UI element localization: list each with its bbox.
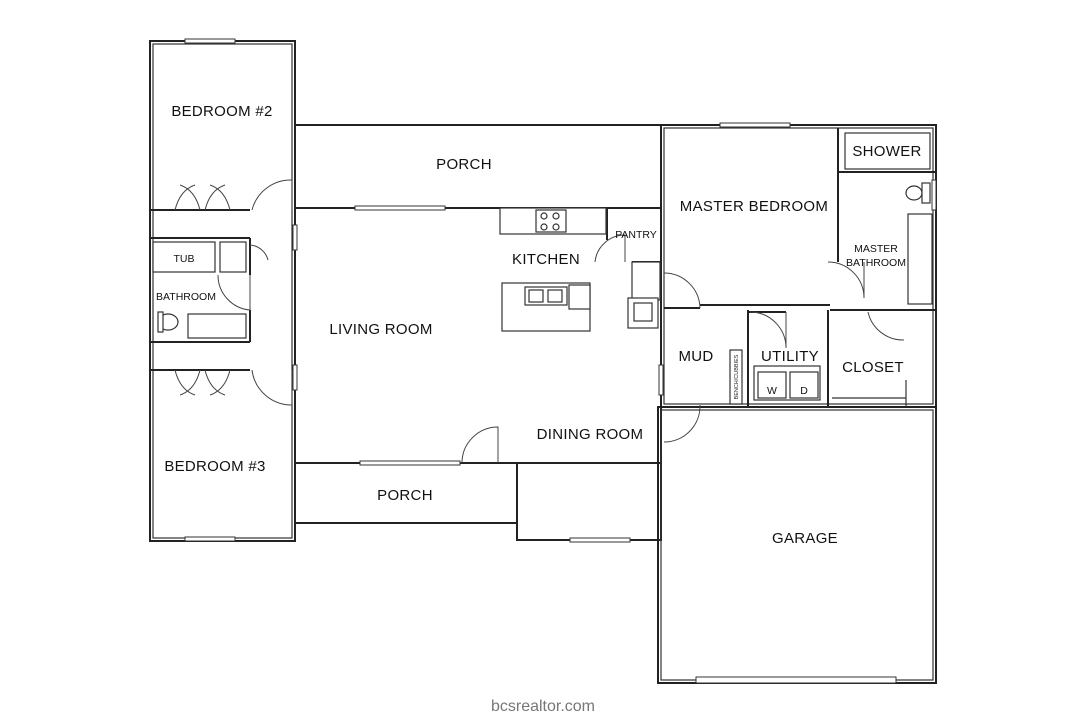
windows [184, 38, 937, 543]
label-garage: GARAGE [772, 530, 838, 547]
label-bedroom-2: BEDROOM #2 [171, 103, 272, 120]
watermark: bcsrealtor.com [490, 698, 596, 715]
label-bathroom: BATHROOM [156, 291, 216, 303]
label-dryer: D [800, 385, 808, 397]
range [535, 209, 567, 233]
master-toilet [905, 185, 923, 201]
washer [757, 371, 787, 399]
label-bedroom-3: BEDROOM #3 [164, 458, 265, 475]
label-living-room: LIVING ROOM [329, 321, 432, 338]
label-closet: CLOSET [842, 359, 904, 376]
master-vanity [907, 213, 933, 305]
label-washer: W [767, 385, 777, 397]
label-tub: TUB [174, 253, 195, 265]
label-dining-room: DINING ROOM [537, 426, 644, 443]
label-utility: UTILITY [761, 348, 819, 365]
fixtures [152, 132, 933, 405]
label-porch-top: PORCH [436, 156, 492, 173]
tub [152, 241, 216, 273]
label-master-bathroom-1: MASTER [854, 243, 898, 255]
room-labels: BEDROOM #2 PORCH MASTER BEDROOM SHOWER M… [156, 103, 921, 547]
dryer [789, 371, 819, 399]
refrigerator [631, 261, 661, 301]
interior-walls [150, 128, 936, 407]
vanity [187, 313, 247, 339]
walls [149, 40, 937, 684]
label-bench-cubbies: BENCH/CUBBIES [734, 354, 740, 399]
label-mud: MUD [678, 348, 713, 365]
door-swings [174, 179, 905, 464]
label-master-bedroom: MASTER BEDROOM [680, 198, 828, 215]
bench-cubbies [729, 349, 743, 405]
label-master-bathroom-2: BATHROOM [846, 257, 906, 269]
label-kitchen: KITCHEN [512, 251, 580, 268]
shower [844, 132, 931, 170]
label-shower: SHOWER [852, 143, 921, 160]
label-porch-bottom: PORCH [377, 487, 433, 504]
label-pantry: PANTRY [615, 229, 657, 241]
